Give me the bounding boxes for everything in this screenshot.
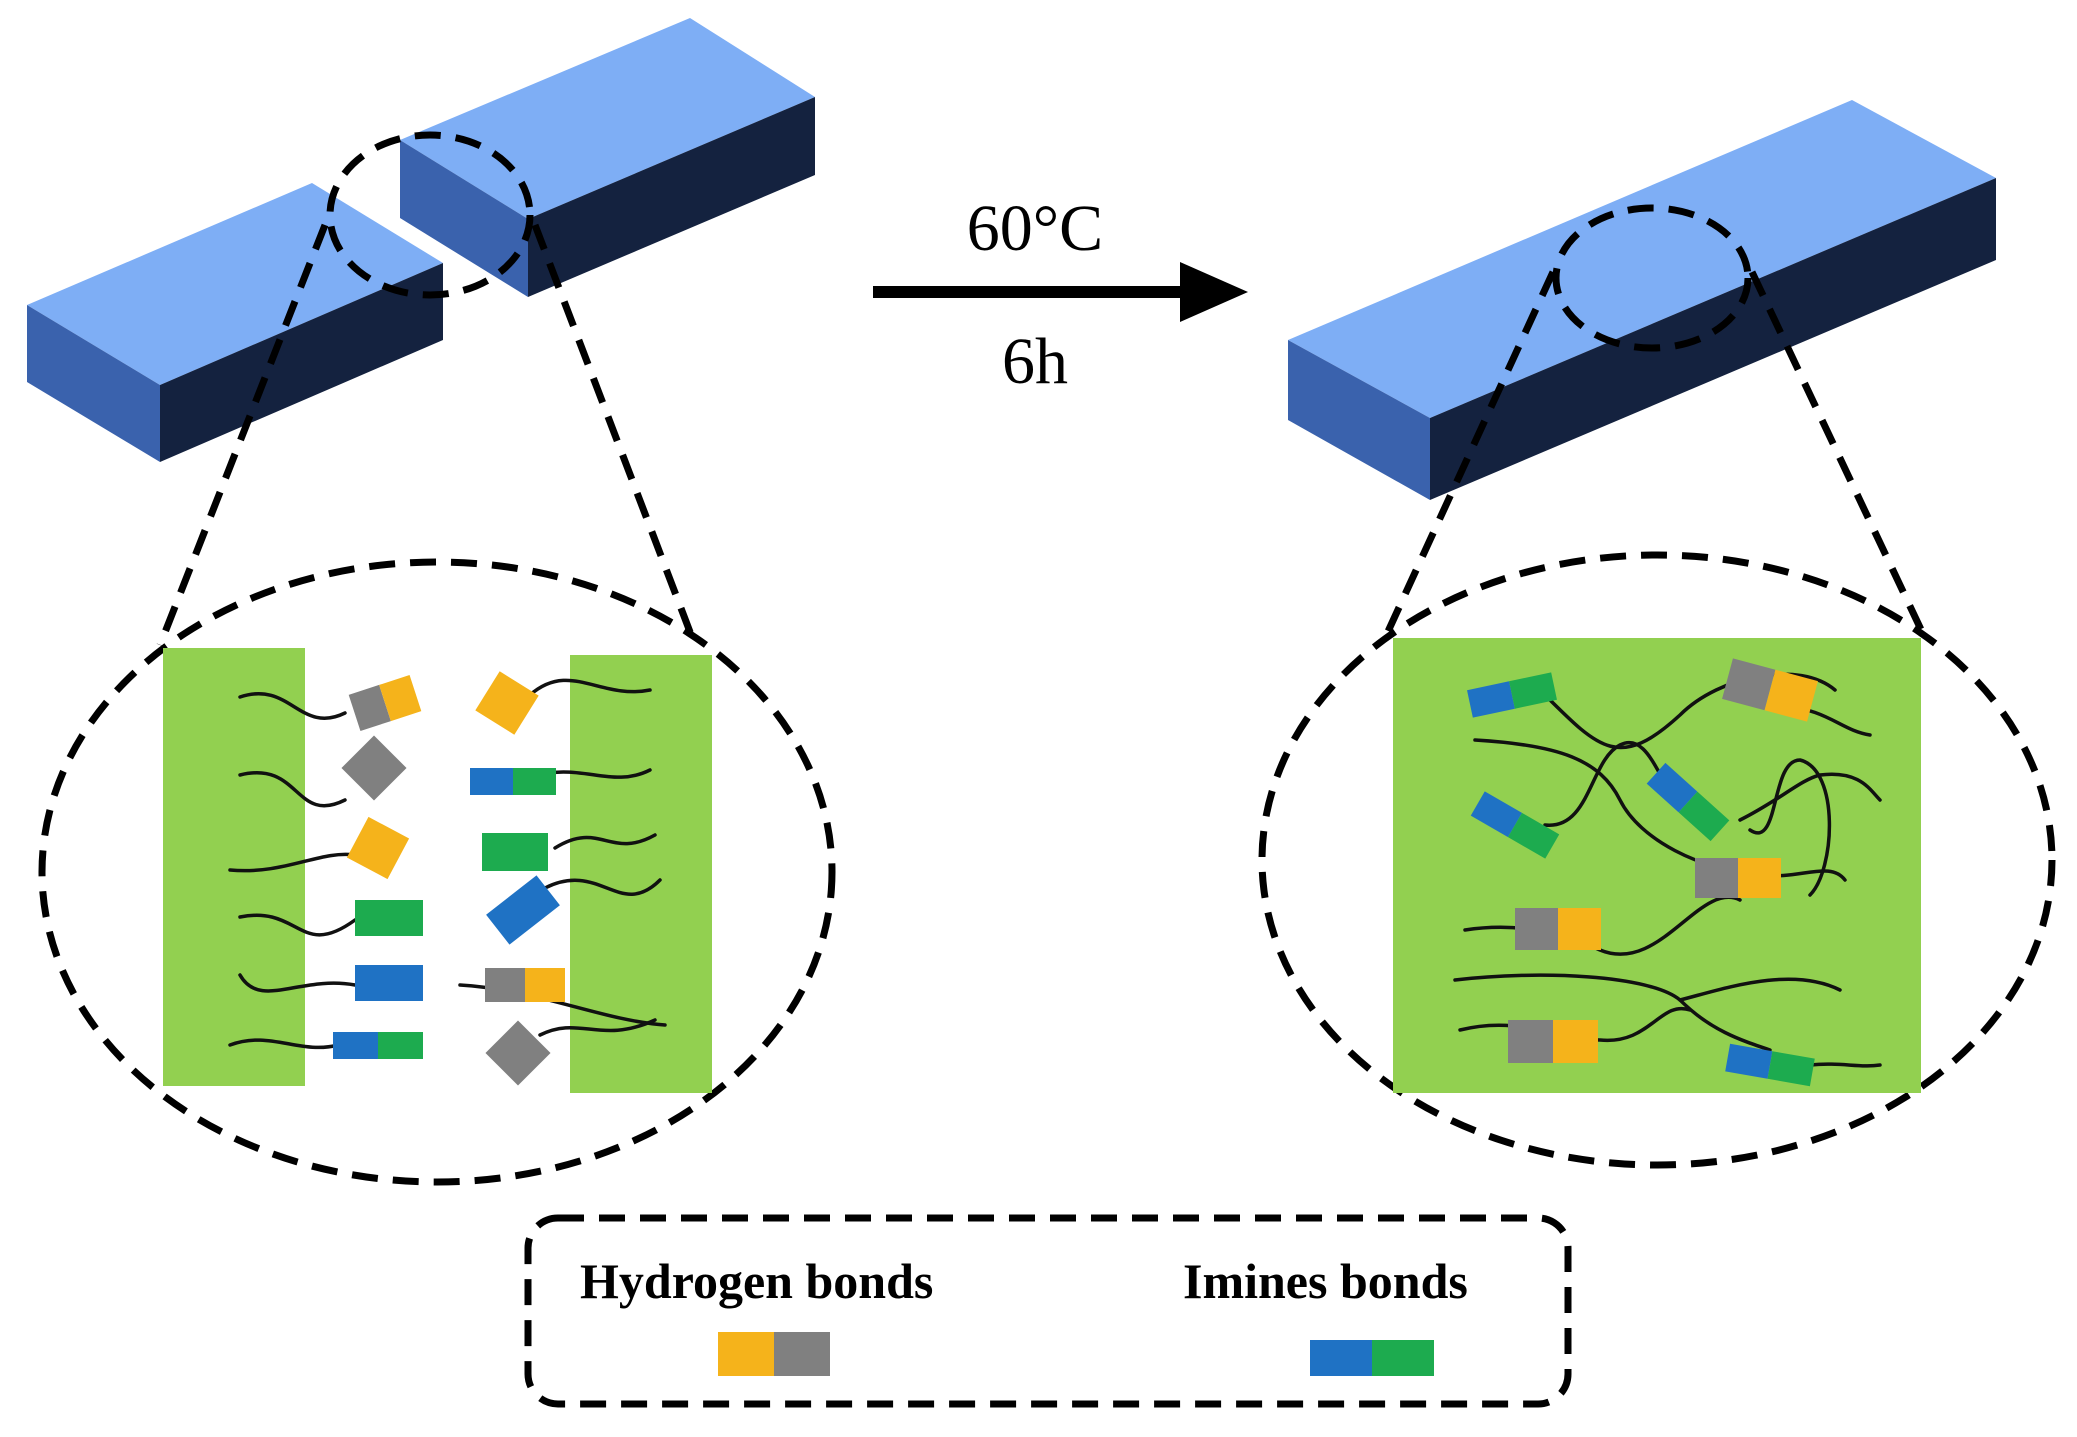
blue-imine-unit bbox=[355, 965, 423, 1001]
legend-imine-swatch bbox=[1310, 1340, 1434, 1376]
zoom-line-right bbox=[1748, 270, 1929, 640]
arrow-head bbox=[1180, 262, 1248, 322]
hydrogen-bond-group bbox=[1515, 908, 1601, 950]
matrix-right bbox=[570, 655, 712, 1093]
imine-bond-group bbox=[470, 768, 556, 795]
condition-time: 6h bbox=[1002, 325, 1068, 398]
imine-bond-group bbox=[333, 1032, 423, 1059]
legend-hydrogen-swatch bbox=[718, 1332, 830, 1376]
fracture-zoom-circle bbox=[326, 131, 534, 299]
healed-sample bbox=[1288, 100, 1996, 640]
imine-bond-group bbox=[1470, 791, 1560, 859]
fractured-sample bbox=[27, 18, 815, 647]
healed-zoom-circle bbox=[1552, 204, 1752, 352]
zoom-ellipse bbox=[1258, 551, 2056, 1169]
polymer-chains-left bbox=[228, 691, 357, 1050]
gray-hydrogen-unit bbox=[485, 1020, 551, 1086]
zoom-line-left bbox=[1381, 270, 1557, 640]
green-imine-unit bbox=[355, 900, 423, 936]
legend: Hydrogen bonds Imines bonds bbox=[524, 1214, 1572, 1408]
condition-temperature: 60°C bbox=[967, 192, 1103, 265]
healing-condition: 60°C 6h bbox=[873, 192, 1248, 398]
healed-block bbox=[1288, 100, 1996, 500]
right-block-piece bbox=[400, 18, 815, 297]
legend-imine-label: Imines bonds bbox=[1183, 1253, 1468, 1309]
fractured-interface-zoom bbox=[38, 558, 836, 1186]
zoom-line-right bbox=[531, 223, 699, 647]
legend-hydrogen-label: Hydrogen bonds bbox=[580, 1253, 933, 1309]
gray-hydrogen-unit bbox=[341, 735, 407, 801]
imine-bond-group bbox=[1725, 1043, 1815, 1087]
zoom-ellipse bbox=[38, 558, 836, 1186]
yellow-hydrogen-unit bbox=[346, 816, 410, 880]
hydrogen-bond-group bbox=[485, 968, 565, 1002]
zoom-line-left bbox=[156, 223, 329, 647]
yellow-hydrogen-unit bbox=[475, 671, 539, 735]
imine-bond-group bbox=[1467, 672, 1557, 718]
green-imine-unit bbox=[482, 833, 548, 871]
legend-box bbox=[524, 1214, 1572, 1408]
left-block-piece bbox=[27, 183, 443, 462]
hydrogen-bond-group bbox=[1695, 858, 1781, 898]
healed-interface-zoom bbox=[1258, 551, 2056, 1169]
hydrogen-bond-group bbox=[1722, 658, 1818, 722]
hydrogen-bond-group bbox=[1508, 1020, 1598, 1063]
imine-bond-group bbox=[1646, 762, 1730, 842]
blue-imine-unit bbox=[486, 875, 560, 945]
hydrogen-bond-group bbox=[348, 675, 422, 731]
